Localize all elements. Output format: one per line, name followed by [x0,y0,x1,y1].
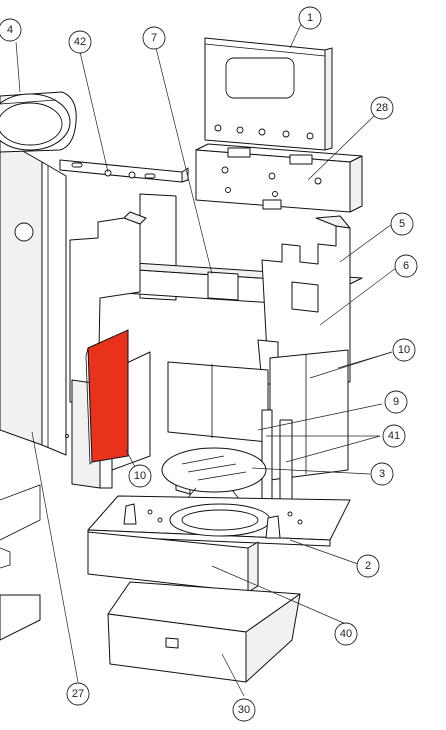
part-10-rear-liners [167,349,349,481]
part-4-flue-collar [0,91,77,153]
callout-30: 30 [232,698,256,722]
callout-10-right: 10 [392,338,416,362]
callout-40: 40 [334,622,358,646]
svg-text:3: 3 [379,468,385,480]
callout-41: 41 [382,424,406,448]
callout-42: 42 [68,30,92,54]
svg-text:10: 10 [398,344,410,356]
svg-text:41: 41 [388,430,400,442]
callout-6: 6 [394,254,418,278]
svg-text:1: 1 [307,12,313,24]
svg-text:6: 6 [403,260,409,272]
callout-7: 7 [142,26,166,50]
part-30-ash-pan [107,581,301,683]
svg-text:10: 10 [134,470,146,482]
svg-text:7: 7 [151,32,157,44]
part-40-front-lip [87,531,259,593]
svg-text:4: 4 [7,24,13,36]
svg-text:5: 5 [399,218,405,230]
svg-text:27: 27 [72,688,84,700]
callout-10-left: 10 [128,464,152,488]
svg-text:9: 9 [393,396,399,408]
part-27-side-panel [0,137,69,641]
callout-4: 4 [0,18,22,42]
svg-text:40: 40 [340,628,352,640]
callout-27: 27 [66,682,90,706]
part-42-rail [59,159,189,183]
callout-3: 3 [370,462,394,486]
svg-text:42: 42 [74,36,86,48]
svg-text:28: 28 [376,102,388,114]
part-5-right-frame [257,215,351,385]
callout-9: 9 [384,390,408,414]
part-1-top-plate [204,37,333,151]
part-28-baffle [195,143,363,213]
part-2-base-plate [87,495,351,547]
highlighted-liner-panel [87,329,129,463]
callout-1: 1 [298,6,322,30]
callout-2: 2 [356,554,380,578]
leader-lines [15,21,397,697]
svg-text:30: 30 [238,704,250,716]
callout-5: 5 [390,212,414,236]
callout-28: 28 [370,96,394,120]
part-3-grate [161,447,267,501]
svg-text:2: 2 [365,560,371,572]
